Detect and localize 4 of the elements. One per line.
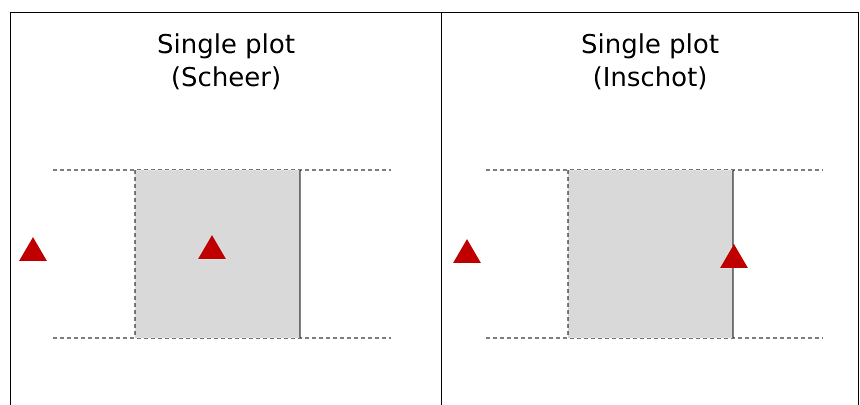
panel-title: Single plot (Scheer): [156, 29, 296, 95]
panel: [441, 12, 859, 405]
panel-title: Single plot (Inschot): [580, 29, 720, 95]
panel: [10, 12, 442, 405]
